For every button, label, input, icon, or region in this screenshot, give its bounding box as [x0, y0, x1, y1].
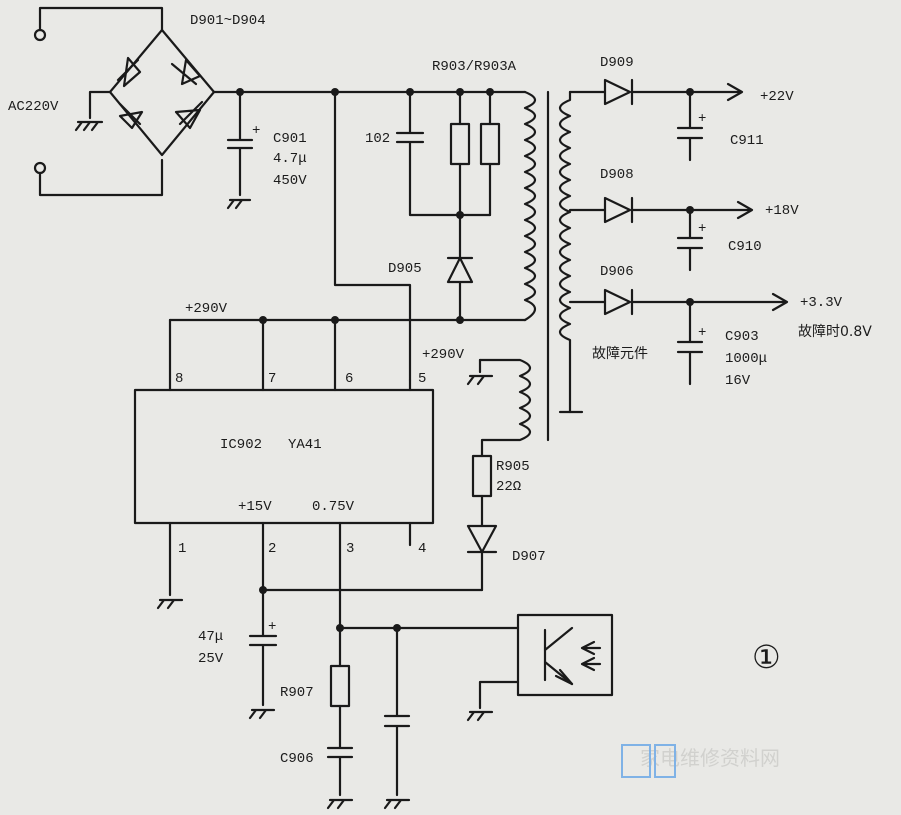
c901-value: 4.7μ	[273, 151, 307, 167]
fault-component-note: 故障元件	[592, 346, 648, 362]
c102-label: 102	[365, 131, 390, 147]
ac-input-terminals	[33, 6, 164, 197]
c47-value: 47μ	[198, 629, 223, 645]
d908-label: D908	[600, 167, 634, 183]
transformer-secondary	[558, 90, 607, 414]
figure-marker: ①	[752, 638, 781, 676]
svg-text:+: +	[698, 111, 706, 127]
svg-text:+: +	[252, 123, 260, 139]
ic-pin-8: 8	[175, 371, 183, 387]
svg-text:+: +	[698, 325, 706, 341]
ic-pin-3: 3	[346, 541, 354, 557]
watermark-text: 家电维修资料网	[640, 746, 780, 770]
ic902-chip	[133, 318, 520, 632]
ic-pin2-voltage: +15V	[238, 499, 272, 515]
d907-label: D907	[512, 549, 546, 565]
c903-name: C903	[725, 329, 759, 345]
auxiliary-winding	[466, 358, 532, 458]
ic-pin-2: 2	[268, 541, 276, 557]
bridge-rectifier	[74, 28, 527, 157]
r907-label: R907	[280, 685, 314, 701]
c906-label: C906	[280, 751, 314, 767]
d906-label: D906	[600, 264, 634, 280]
c910-label: C910	[728, 239, 762, 255]
c911-label: C911	[730, 133, 764, 149]
r905-name: R905	[496, 459, 530, 475]
c901-voltage: 450V	[273, 173, 307, 189]
watermark-logo	[621, 744, 676, 778]
c903-voltage: 16V	[725, 373, 751, 389]
ic-model: YA41	[288, 437, 322, 453]
ic-pin3-voltage: 0.75V	[312, 499, 355, 515]
optocoupler	[466, 613, 614, 722]
output-18v: +18V	[765, 203, 799, 219]
rectifier-d908: +	[603, 196, 754, 272]
bus-290v-label: +290V	[185, 301, 228, 317]
r907-c906-network	[326, 626, 411, 810]
bridge-label: D901~D904	[190, 13, 266, 29]
c47-voltage: 25V	[198, 651, 224, 667]
capacitor-47u: +	[248, 588, 278, 720]
r903-label: R903/R903A	[432, 59, 517, 75]
d909-label: D909	[600, 55, 634, 71]
d905-label: D905	[388, 261, 422, 277]
svg-text:+: +	[268, 619, 276, 635]
aux-290v-label: +290V	[422, 347, 465, 363]
ic-pin-6: 6	[345, 371, 353, 387]
output-33v: +3.3V	[800, 295, 843, 311]
ac-voltage-label: AC220V	[8, 99, 59, 115]
svg-text:+: +	[698, 221, 706, 237]
rectifier-d906: +	[603, 288, 789, 386]
transformer-primary	[168, 90, 550, 442]
ic-pin-1: 1	[178, 541, 186, 557]
c903-value: 1000μ	[725, 351, 767, 367]
c901-name: C901	[273, 131, 307, 147]
snubber-network	[395, 90, 501, 322]
resistor-r905	[466, 454, 498, 592]
ic-pin-4: 4	[418, 541, 426, 557]
rectifier-d909: +	[603, 78, 744, 162]
ic-pin-7: 7	[268, 371, 276, 387]
fault-voltage-note: 故障时0.8V	[798, 324, 872, 340]
r905-value: 22Ω	[496, 479, 521, 495]
svg-text:家电维修资料网: 家电维修资料网	[640, 746, 780, 770]
capacitor-c901: +	[226, 90, 260, 210]
ic-pin-5: 5	[418, 371, 426, 387]
ic-name: IC902	[220, 437, 262, 453]
output-22v: +22V	[760, 89, 794, 105]
